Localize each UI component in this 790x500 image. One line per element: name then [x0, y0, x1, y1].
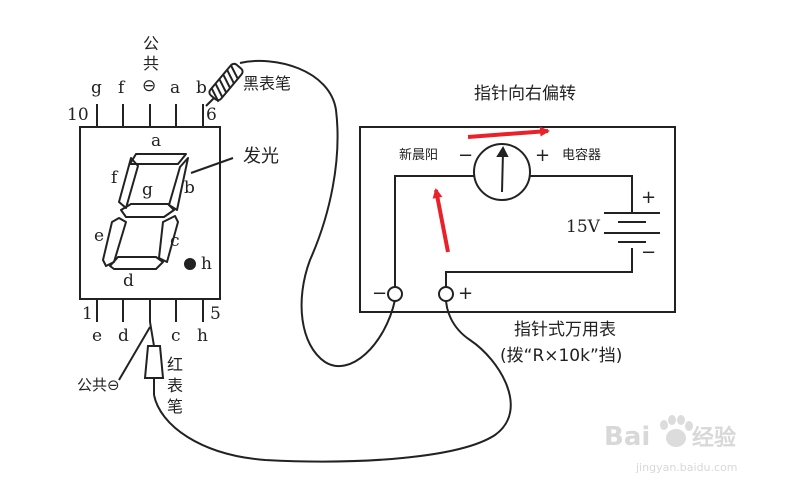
black-probe [205, 62, 244, 107]
pin-bottom-label-c: c [171, 326, 181, 346]
watermark-suffix: 经验 [692, 426, 737, 451]
multimeter-frame [359, 126, 676, 313]
pin-number-1: 1 [82, 304, 93, 324]
battery-plus-sign: + [641, 187, 657, 208]
black-lead [239, 59, 396, 368]
bottom-common-label: 公共⊖ [77, 376, 120, 394]
segment-h-dot [184, 258, 196, 270]
led-body [79, 126, 221, 300]
baidu-paw-icon [660, 415, 693, 447]
common-top-label: 公共 [143, 34, 160, 73]
segment-c [158, 215, 179, 263]
red-arrows [432, 126, 550, 253]
pin-top-label-b: b [196, 78, 207, 98]
common-minus-symbol: ⊖ [142, 76, 157, 96]
circuit-left-wire [394, 175, 474, 287]
segment-label-h: h [201, 254, 212, 274]
needle-direction-arrow [467, 126, 550, 139]
segment-label-g: g [142, 180, 153, 200]
pin-number-10: 10 [67, 105, 89, 125]
right-note: 电容器 [562, 148, 602, 163]
segment-label-e: e [94, 226, 105, 246]
segment-label-a: a [151, 131, 162, 151]
red-probe-label-1: 红 [167, 355, 184, 374]
multimeter-range: (拨“R×10k”挡) [500, 346, 623, 366]
meter-minus-sign: − [458, 145, 474, 166]
segment-label-d: d [123, 271, 134, 291]
battery-minus-sign: − [641, 242, 657, 263]
circuit-right-wire [530, 175, 633, 213]
pin-top-label-f: f [118, 78, 125, 98]
glow-pointer [190, 157, 234, 174]
left-note: 新晨阳 [399, 148, 439, 163]
terminal-minus-sign: − [372, 283, 388, 304]
segment-g [120, 203, 175, 218]
terminal-minus-jack [387, 286, 403, 302]
segment-d [109, 256, 164, 270]
multimeter-title: 指针式万用表 [514, 320, 616, 340]
pin-number-5: 5 [210, 304, 221, 324]
seven-segment-digit [102, 153, 234, 270]
terminal-plus-jack [438, 286, 454, 302]
red-probe-label-2: 表 [167, 376, 184, 395]
needle-label: 指针向右偏转 [474, 84, 576, 104]
red-probe [143, 321, 165, 395]
pin-top-label-a: a [170, 78, 181, 98]
pin-bottom-label-e: e [92, 326, 103, 346]
pin-bottom-label-h: h [197, 326, 208, 346]
meter-plus-sign: + [535, 145, 551, 166]
circuit-bottom-wire [445, 248, 633, 287]
terminal-plus-sign: + [458, 283, 474, 304]
watermark-brand: Bai [604, 422, 651, 452]
red-probe-label-3: 笔 [167, 397, 184, 416]
segment-f [118, 157, 139, 209]
bottom-common-pointer [118, 326, 151, 381]
segment-a [129, 153, 187, 165]
black-probe-label: 黑表笔 [243, 74, 292, 93]
led-display [79, 104, 221, 322]
battery-voltage-label: 15V [566, 217, 600, 237]
pin-number-6: 6 [206, 105, 217, 125]
pin-top-label-g: g [91, 78, 102, 98]
meter-needle [501, 151, 504, 193]
pin-bottom-label-d: d [118, 326, 129, 346]
red-lead [153, 293, 512, 463]
segment-label-b: b [184, 178, 195, 198]
segment-label-c: c [170, 231, 180, 251]
segment-e [102, 217, 127, 267]
watermark-url: jingyan.baidu.com [636, 461, 738, 474]
current-direction-arrow [432, 188, 450, 253]
glow-label: 发光 [243, 146, 279, 167]
multimeter [359, 126, 676, 313]
segment-label-f: f [111, 168, 118, 188]
